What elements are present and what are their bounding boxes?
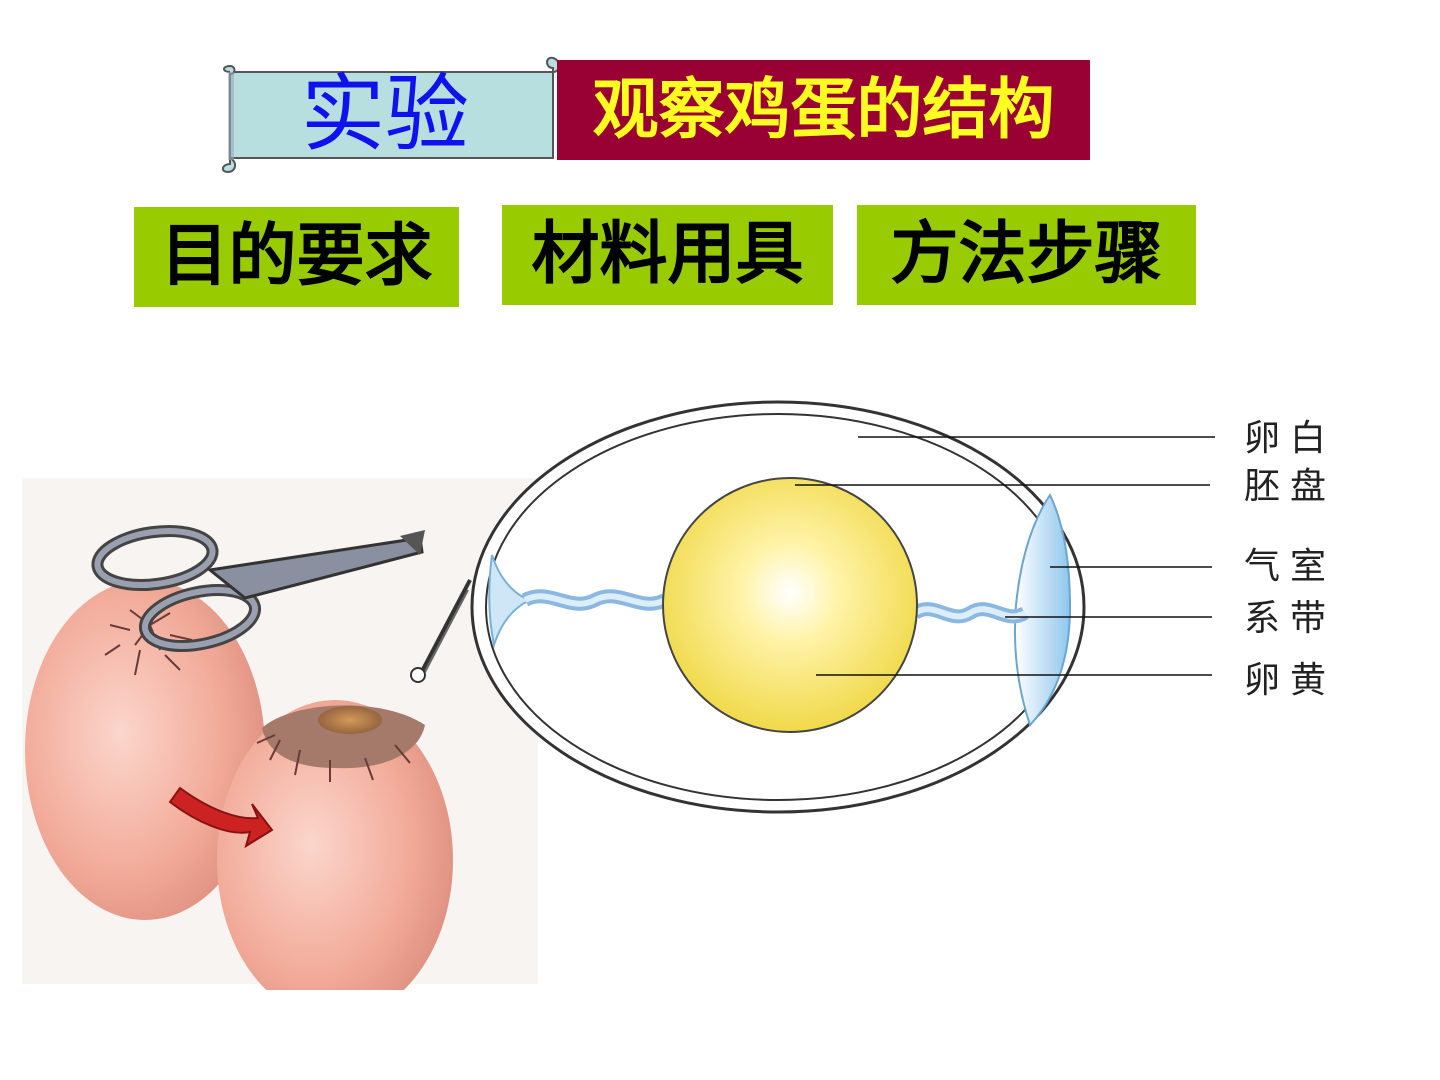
egg-opening-illustration	[22, 478, 538, 990]
left-membrane	[488, 554, 533, 649]
tag-materials[interactable]: 材料用具	[502, 205, 833, 305]
label-yolk: 卵黄	[1244, 660, 1337, 701]
page-title: 观察鸡蛋的结构	[557, 60, 1090, 160]
egg-structure-diagram	[470, 400, 1215, 814]
scissors	[91, 525, 425, 652]
forceps	[410, 579, 472, 683]
label-chalaza: 系带	[1244, 598, 1337, 639]
tag-method[interactable]: 方法步骤	[857, 205, 1196, 305]
chalaza-right-highlight	[913, 606, 1027, 620]
scroll-banner	[222, 56, 560, 174]
label-germinal-disc: 胚盘	[1244, 466, 1337, 507]
leader-lines	[795, 436, 1215, 676]
shell-crack-right	[256, 734, 411, 782]
egg-shell-left	[25, 580, 265, 920]
banner-label: 实验	[300, 65, 469, 163]
yolk	[662, 477, 918, 733]
shell-opening	[262, 705, 425, 769]
turn-arrow	[168, 786, 274, 849]
tag-purpose[interactable]: 目的要求	[134, 207, 459, 307]
egg-shell-right	[217, 700, 453, 990]
chalaza-left-highlight	[523, 593, 667, 607]
shell-opening-yolk	[318, 706, 382, 734]
label-albumen: 卵白	[1244, 418, 1337, 459]
air-cell	[1013, 492, 1072, 727]
label-air-cell: 气室	[1244, 546, 1337, 587]
